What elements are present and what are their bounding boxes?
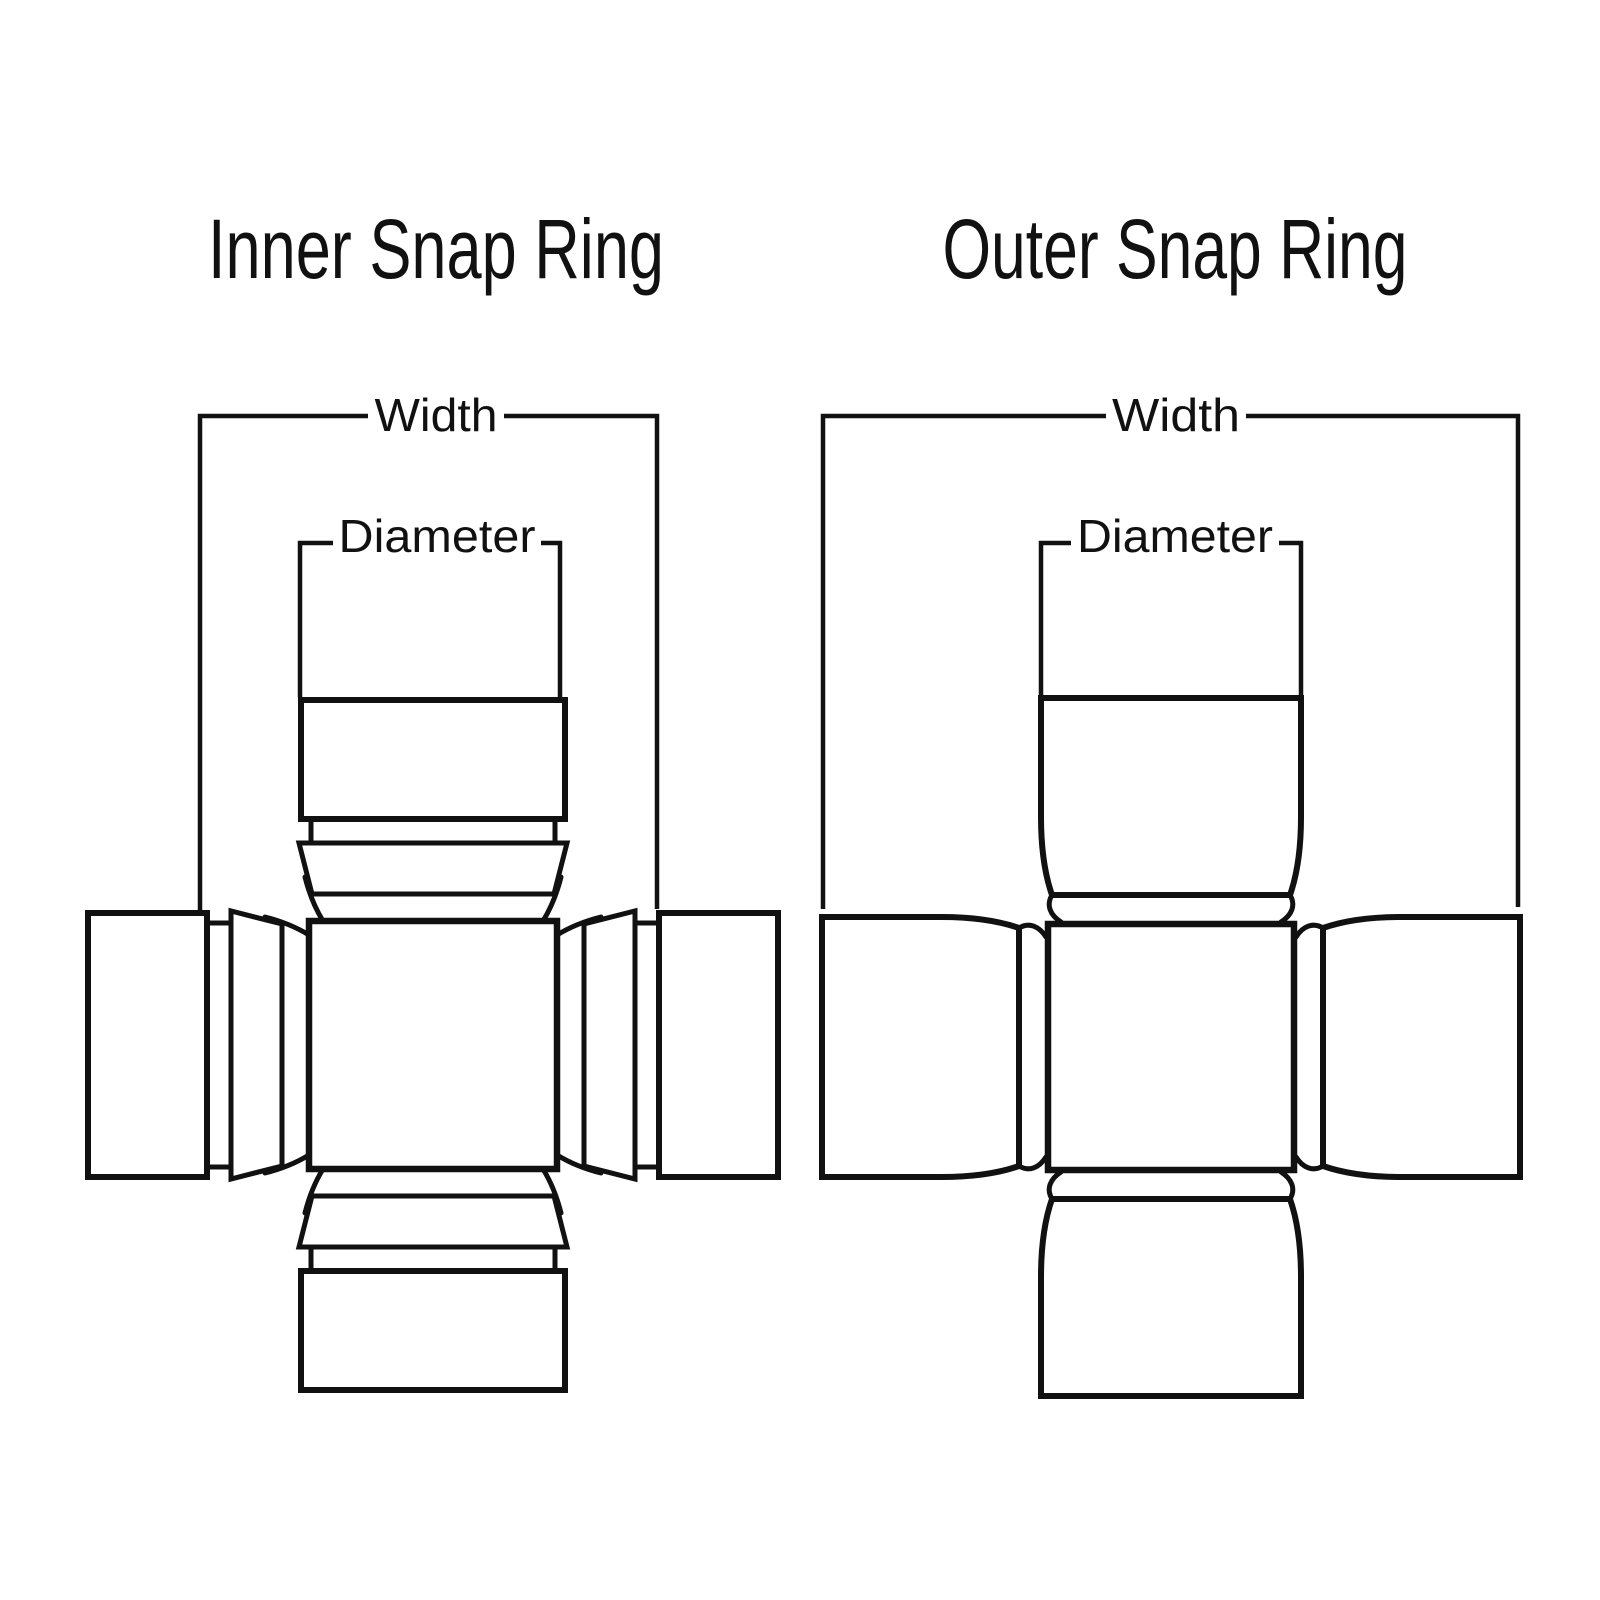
arm-bottom	[299, 1169, 567, 1390]
width-label: Width	[1112, 389, 1240, 441]
diameter-bracket	[1038, 540, 1304, 695]
diameter-label: Diameter	[339, 510, 536, 562]
diameter-label: Diameter	[1077, 510, 1273, 562]
u-joint-cross-outer	[822, 698, 1520, 1396]
diameter-dimension: Diameter	[297, 510, 563, 697]
arm-right	[557, 911, 778, 1179]
arm-left	[822, 917, 1046, 1177]
width-dimension: Width	[197, 389, 660, 911]
width-dimension: Width	[820, 389, 1521, 909]
diagram-title: Outer Snap Ring	[943, 202, 1408, 296]
arm-top	[299, 700, 567, 921]
diagram-title: Inner Snap Ring	[208, 202, 664, 296]
arm-bottom	[1041, 1172, 1301, 1396]
center-body	[305, 917, 561, 1173]
width-label: Width	[375, 389, 498, 441]
diameter-dimension: Diameter	[1038, 510, 1304, 695]
width-bracket	[820, 413, 1521, 909]
arm-top	[1041, 698, 1301, 922]
center-body	[1044, 920, 1298, 1174]
diagram-inner-snap-ring: Inner Snap Ring Width Diameter	[88, 202, 778, 1390]
arm-left	[88, 911, 309, 1179]
u-joint-cross-inner	[88, 700, 778, 1390]
arm-right	[1296, 917, 1520, 1177]
width-bracket	[197, 413, 660, 911]
diagram-outer-snap-ring: Outer Snap Ring Width Diameter	[822, 202, 1520, 1396]
diameter-bracket	[297, 540, 563, 697]
